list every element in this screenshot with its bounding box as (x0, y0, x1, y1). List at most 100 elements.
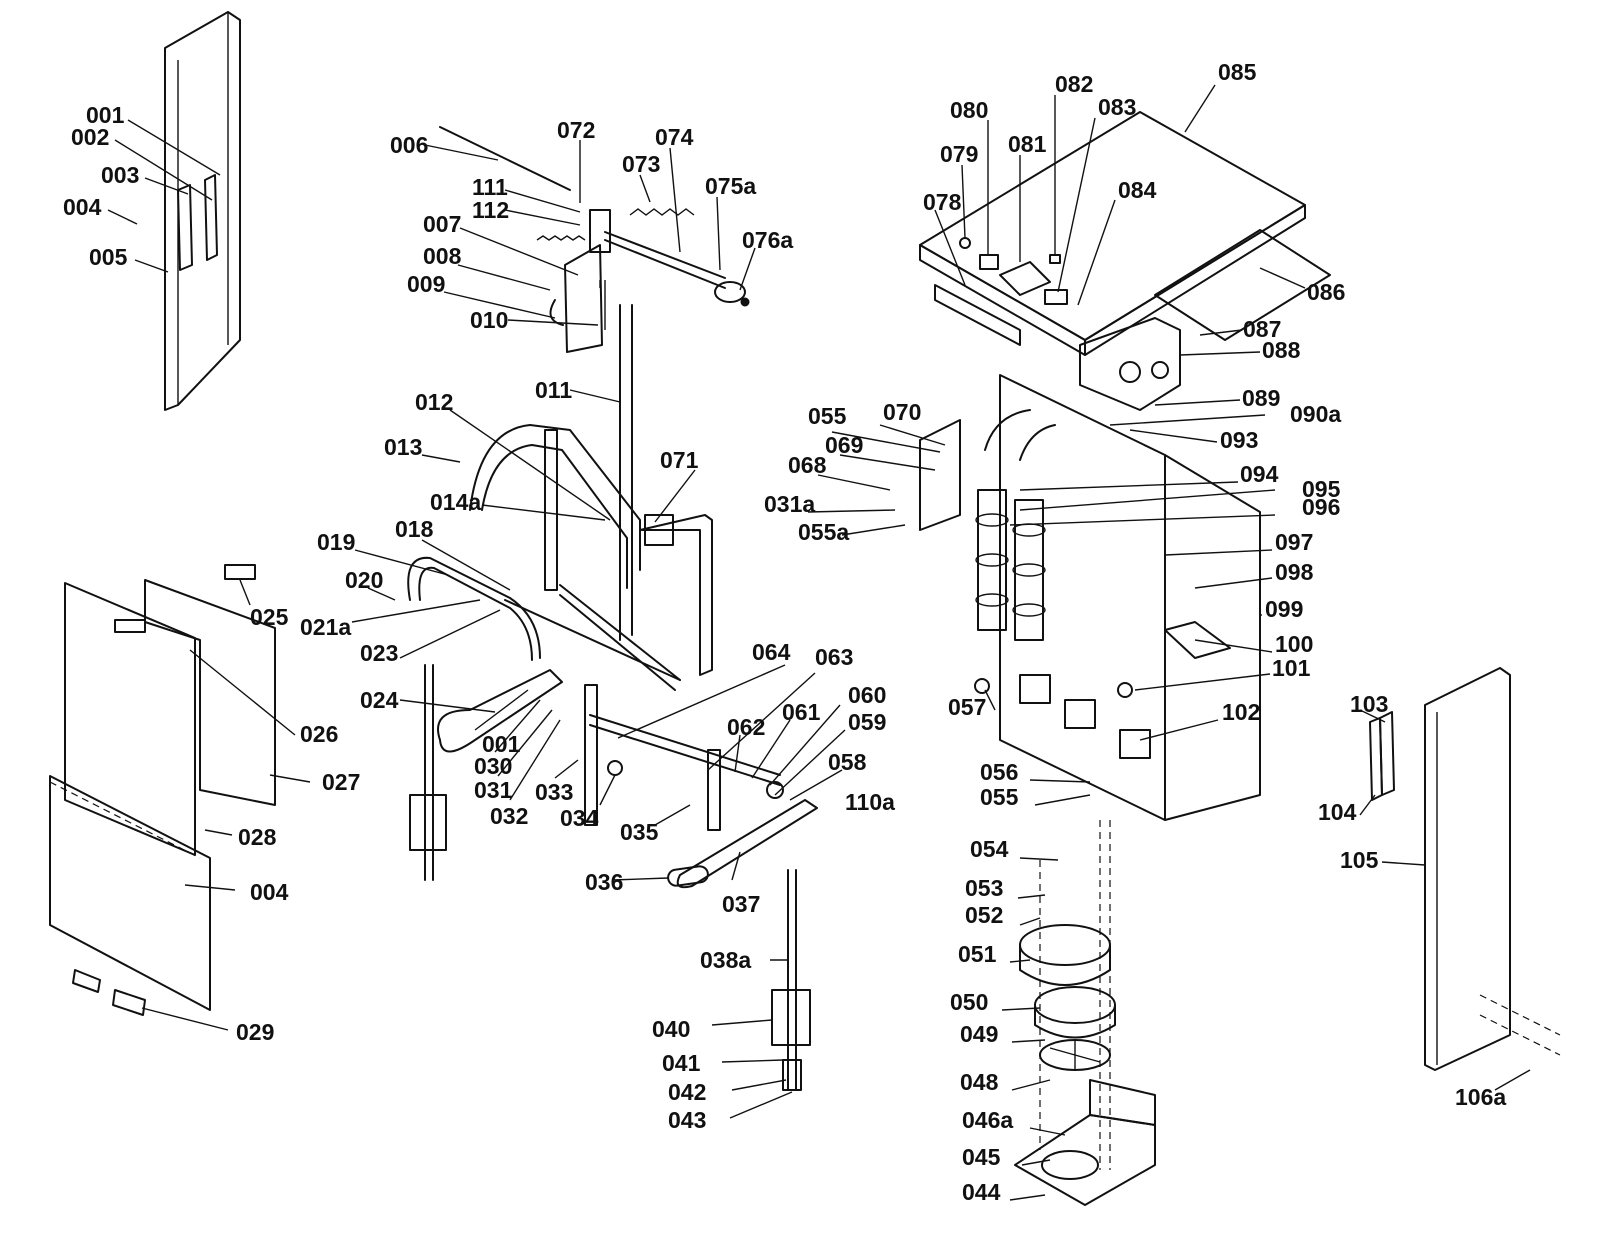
part-label: 021a (300, 614, 351, 640)
blower-assembly (1014, 820, 1156, 1206)
part-label: 004 (250, 879, 289, 905)
part-label: 105 (1340, 847, 1379, 873)
part-label: 095 (1302, 476, 1341, 502)
part-label: 086 (1307, 279, 1345, 305)
part-label: 112 (472, 197, 509, 223)
part-label: 027 (322, 769, 360, 795)
part-label: 019 (317, 529, 355, 555)
part-label: 012 (415, 389, 453, 415)
part-label: 085 (1218, 59, 1257, 85)
part-label: 088 (1262, 337, 1301, 363)
part-label: 031 (474, 777, 513, 803)
part-label: 025 (250, 604, 289, 630)
part-label: 068 (788, 452, 827, 478)
part-label: 076a (742, 227, 793, 253)
part-label: 032 (490, 803, 528, 829)
part-label: 064 (752, 639, 791, 665)
part-label: 044 (962, 1179, 1001, 1205)
part-label: 011 (535, 377, 572, 403)
part-label: 073 (622, 151, 660, 177)
part-label: 079 (940, 141, 978, 167)
part-label: 056 (980, 759, 1018, 785)
part-label: 035 (620, 819, 659, 845)
part-label: 055 (980, 784, 1019, 810)
part-label: 023 (360, 640, 398, 666)
part-label: 071 (660, 447, 699, 473)
handle-frame-assembly (469, 424, 713, 691)
part-label: 058 (828, 749, 867, 775)
part-label: 048 (960, 1069, 999, 1095)
part-label: 106a (1455, 1084, 1506, 1110)
part-label: 051 (958, 941, 997, 967)
part-label: 006 (390, 132, 428, 158)
part-label: 099 (1265, 596, 1303, 622)
part-label: 078 (923, 189, 962, 215)
part-label: 002 (71, 124, 109, 150)
part-label: 104 (1318, 799, 1357, 825)
part-label: 094 (1240, 461, 1279, 487)
part-label: 031a (764, 491, 815, 517)
part-label: 026 (300, 721, 338, 747)
part-label: 036 (585, 869, 623, 895)
part-label: 089 (1242, 385, 1280, 411)
part-label: 018 (395, 516, 434, 542)
part-label: 028 (238, 824, 277, 850)
part-label: 057 (948, 694, 986, 720)
part-label: 043 (668, 1107, 706, 1133)
pedal-assembly (437, 669, 818, 889)
part-label: 040 (652, 1016, 690, 1042)
part-label: 060 (848, 682, 886, 708)
part-label: 034 (560, 805, 599, 831)
back-panel (919, 374, 1261, 821)
part-label: 063 (815, 644, 853, 670)
upper-linkage-assembly (536, 208, 750, 641)
control-box-top (919, 111, 1331, 411)
part-label: 098 (1275, 559, 1314, 585)
part-label: 069 (825, 432, 863, 458)
part-label: 003 (101, 162, 139, 188)
spring-column-left (409, 664, 447, 881)
part-label: 083 (1098, 94, 1136, 120)
part-label: 046a (962, 1107, 1013, 1133)
part-label: 059 (848, 709, 886, 735)
part-label: 001 (86, 102, 125, 128)
part-label: 049 (960, 1021, 998, 1047)
part-label: 082 (1055, 71, 1093, 97)
part-label: 052 (965, 902, 1003, 928)
part-label: 009 (407, 271, 445, 297)
part-label: 013 (384, 434, 422, 460)
part-label: 055a (798, 519, 849, 545)
left-side-panel (164, 11, 241, 411)
part-label: 054 (970, 836, 1009, 862)
part-label: 020 (345, 567, 383, 593)
part-label: 072 (557, 117, 595, 143)
lower-handle-assembly (407, 556, 681, 681)
part-label: 102 (1222, 699, 1260, 725)
part-label: 103 (1350, 691, 1388, 717)
part-label: 101 (1272, 655, 1311, 681)
part-label: 081 (1008, 131, 1047, 157)
part-label: 045 (962, 1144, 1001, 1170)
part-labels: 001 002 003 004 005 006 072 074 073 075a… (63, 59, 1506, 1205)
part-label: 111 (472, 174, 508, 200)
part-label: 005 (89, 244, 128, 270)
rod-006 (439, 126, 571, 191)
part-label: 033 (535, 779, 573, 805)
part-label: 053 (965, 875, 1003, 901)
part-label: 100 (1275, 631, 1313, 657)
part-label: 080 (950, 97, 988, 123)
part-label: 008 (423, 243, 462, 269)
part-label: 087 (1243, 316, 1281, 342)
spring-column-right (771, 869, 811, 1091)
part-label: 007 (423, 211, 461, 237)
part-label: 062 (727, 714, 765, 740)
part-label: 070 (883, 399, 921, 425)
part-label: 024 (360, 687, 399, 713)
part-label: 042 (668, 1079, 706, 1105)
part-label: 096 (1302, 494, 1340, 520)
front-door-panels (49, 564, 276, 1016)
right-side-panel (1369, 667, 1561, 1071)
part-label: 014a (430, 489, 481, 515)
part-label: 084 (1118, 177, 1157, 203)
